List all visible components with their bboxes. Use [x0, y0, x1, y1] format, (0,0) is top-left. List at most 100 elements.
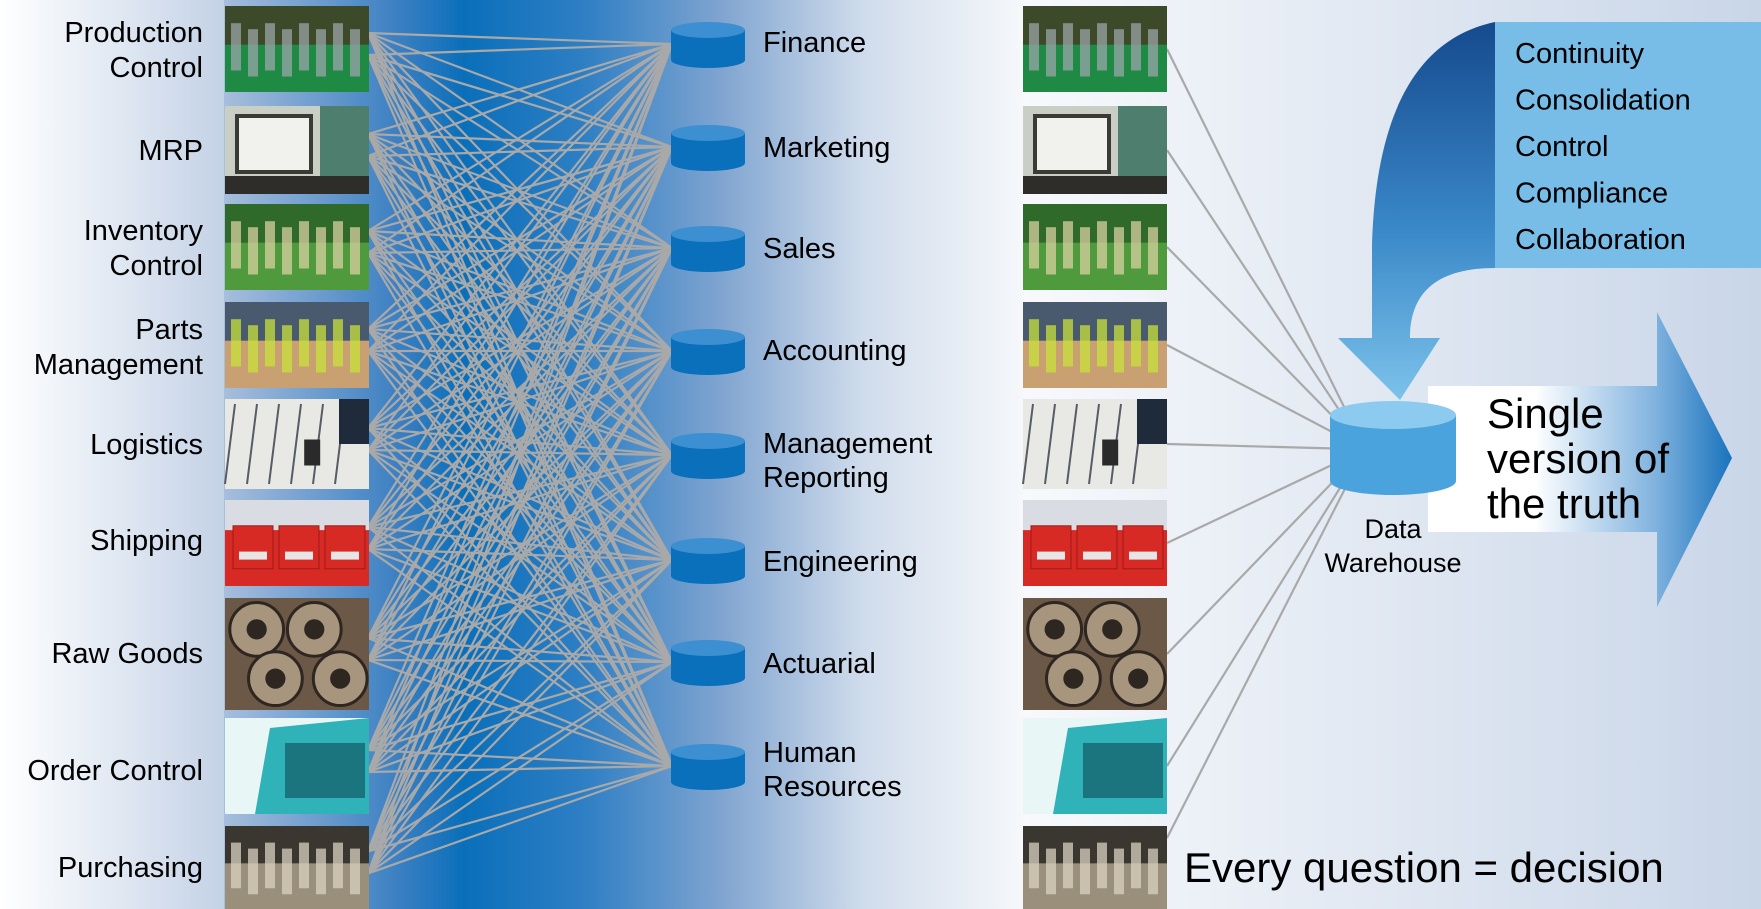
connection-line [367, 42, 673, 57]
connection-line [367, 54, 673, 561]
connection-line [367, 43, 673, 254]
database-label: Finance [763, 27, 866, 59]
benefit-item: Consolidation [1515, 85, 1691, 117]
connection-line [367, 146, 673, 550]
database-cylinder [671, 433, 745, 479]
blueprint-phone-photo-right [1022, 399, 1167, 489]
connection-line [367, 349, 673, 452]
source-label: Purchasing [58, 852, 203, 884]
connection-line [367, 636, 673, 664]
connection-line [367, 454, 673, 661]
connection-line [367, 43, 673, 232]
database-label: Actuarial [763, 648, 876, 680]
source-label: MRP [139, 135, 203, 167]
connection-line [367, 43, 673, 352]
warehouse-line [1166, 454, 1354, 544]
connection-line [367, 31, 673, 46]
database-cylinder [671, 640, 745, 686]
connection-line [367, 155, 673, 456]
source-label: Logistics [90, 429, 203, 461]
connection-line [367, 43, 673, 429]
connection-line [367, 155, 673, 561]
source-label: Raw Goods [51, 638, 203, 670]
database-cylinder [671, 22, 745, 68]
database-cylinder [671, 538, 745, 584]
blueprint-phone-photo-left [224, 399, 369, 489]
curved-arrow [1338, 22, 1495, 400]
connection-line [367, 43, 673, 661]
connection-line [366, 43, 674, 773]
benefits-callout: ContinuityConsolidationControlCompliance… [1338, 22, 1761, 400]
database-label: Accounting [763, 335, 907, 367]
benefits-list: ContinuityConsolidationControlCompliance… [1515, 38, 1691, 256]
connection-line [367, 547, 673, 562]
database-cylinder [671, 744, 745, 790]
tagline: Every question = decision [1184, 844, 1664, 891]
department-databases: FinanceMarketingSalesAccountingManagemen… [671, 22, 932, 803]
connection-line [367, 43, 673, 639]
warehouse-line [1166, 246, 1354, 438]
connection-line [367, 658, 673, 664]
spaghetti-connections [366, 31, 674, 875]
computer-monitor-photo-left [225, 106, 369, 194]
connection-line [367, 558, 673, 662]
connection-line [366, 43, 674, 874]
big-arrow-shape [1428, 312, 1732, 607]
connection-line [367, 42, 673, 158]
red-trucks-photo-left [225, 500, 369, 586]
connection-line [367, 454, 673, 875]
warehouse-forklift-photo-right [1023, 302, 1167, 388]
connection-line [366, 43, 674, 852]
source-photos-right [1022, 6, 1167, 909]
circuit-boards-rack-photo-right [1023, 204, 1167, 290]
source-photos-left [224, 6, 369, 909]
connection-line [367, 54, 673, 456]
connection-line [367, 547, 673, 664]
connection-line [367, 661, 673, 875]
warehouse-line [1166, 460, 1354, 655]
warehouse-cylinder [1330, 401, 1456, 495]
warehouse-line [1166, 344, 1354, 444]
database-cylinder [671, 125, 745, 171]
connection-line [367, 247, 673, 874]
warehouse-line [1166, 472, 1354, 839]
database-label: Marketing [763, 132, 890, 164]
warehouse-line [1166, 48, 1354, 426]
connection-line [367, 146, 673, 661]
connection-line [367, 247, 673, 661]
connection-line [367, 43, 673, 550]
connection-line [366, 146, 674, 874]
connection-line [367, 43, 673, 330]
computer-monitor-photo-right [1023, 106, 1167, 194]
monitor-screen-photo-right [1023, 718, 1167, 814]
connection-line [367, 42, 673, 136]
cash-register-photo-right [1023, 826, 1167, 909]
circuit-board-machine-photo-right [1023, 6, 1167, 92]
database-label: Engineering [763, 546, 918, 578]
circuit-boards-rack-photo-left [225, 204, 369, 290]
connection-line [367, 350, 673, 661]
warehouse-line [1166, 442, 1354, 451]
connection-line [367, 559, 673, 875]
connection-line [367, 449, 673, 663]
connection-line [366, 43, 674, 751]
warehouse-connections [1166, 48, 1354, 839]
connection-line [367, 764, 673, 875]
benefit-item: Continuity [1515, 38, 1644, 70]
benefits-box [1495, 22, 1761, 268]
database-cylinder [671, 226, 745, 272]
benefit-item: Compliance [1515, 178, 1668, 210]
benefit-item: Collaboration [1515, 224, 1686, 256]
warehouse-line [1166, 149, 1354, 432]
database-cylinder [671, 329, 745, 375]
